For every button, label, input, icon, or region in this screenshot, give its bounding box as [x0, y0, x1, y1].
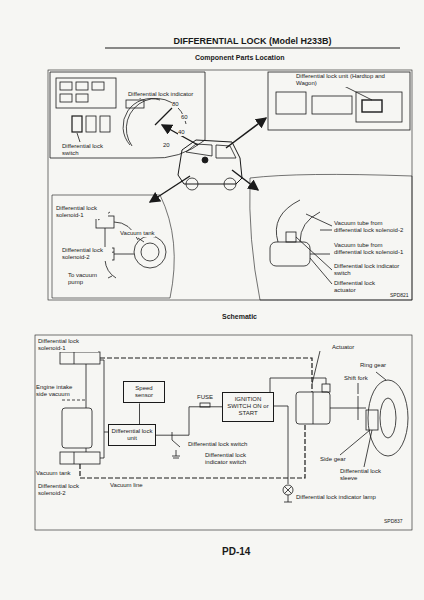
part-label: Differential lock sleeve: [340, 468, 392, 482]
box-text: Speed sensor: [126, 385, 162, 399]
part-label: Differential lock indicator switch: [205, 452, 265, 466]
box-text: IGNITION SWITCH ON or START: [225, 396, 271, 418]
part-label: To vacuum pump: [68, 272, 108, 286]
system-box: Differential lock unit: [108, 424, 156, 446]
part-label: 60: [181, 114, 188, 121]
heading: PD-14: [222, 546, 250, 558]
part-label: Ring gear: [360, 362, 386, 369]
part-label: Engine intake side vacuum: [36, 384, 80, 398]
part-label: 20: [163, 142, 170, 149]
part-label: Vacuum tube from differential lock solen…: [334, 220, 410, 234]
part-label: Actuator: [332, 344, 354, 351]
part-label: Differential lock solenoid-2: [62, 247, 112, 261]
part-label: Differential lock indicator: [128, 91, 193, 98]
heading: Component Parts Location: [195, 54, 284, 62]
system-box: IGNITION SWITCH ON or START: [222, 392, 274, 422]
part-label: FUSE: [197, 394, 213, 401]
part-label: Shift fork: [344, 375, 368, 382]
part-label: Differential lock switch: [188, 441, 247, 448]
part-label: Differential lock actuator: [334, 280, 388, 294]
heading: Schematic: [222, 313, 257, 321]
system-box: Speed sensor: [123, 381, 165, 403]
part-label: Differential lock solenoid-1: [56, 205, 108, 219]
part-label: Vacuum tank: [120, 230, 155, 237]
wire: [156, 407, 222, 435]
part-label: Vacuum tube from differential lock solen…: [334, 242, 410, 256]
part-label: Differential lock indicator switch: [334, 263, 410, 277]
part-label: Differential lock unit (Hardtop and Wago…: [296, 73, 396, 87]
part-label: Differential lock switch: [62, 143, 108, 157]
part-label: Vacuum line: [110, 482, 143, 489]
box-text: Differential lock unit: [111, 428, 153, 442]
part-label: SPD837: [384, 519, 403, 525]
page-title: DIFFERENTIAL LOCK (Model H233B): [105, 36, 400, 46]
part-label: 80: [172, 101, 179, 108]
wire: [139, 403, 140, 424]
part-label: Vacuum tank: [36, 470, 71, 477]
part-label: Differential lock indicator lamp: [296, 494, 376, 501]
part-label: Side gear: [320, 456, 346, 463]
part-label: 40: [178, 129, 185, 136]
part-label: Differential lock solenoid-1: [38, 338, 98, 352]
part-label: Differential lock solenoid-2: [38, 483, 94, 497]
part-label: SPD821: [390, 293, 409, 299]
